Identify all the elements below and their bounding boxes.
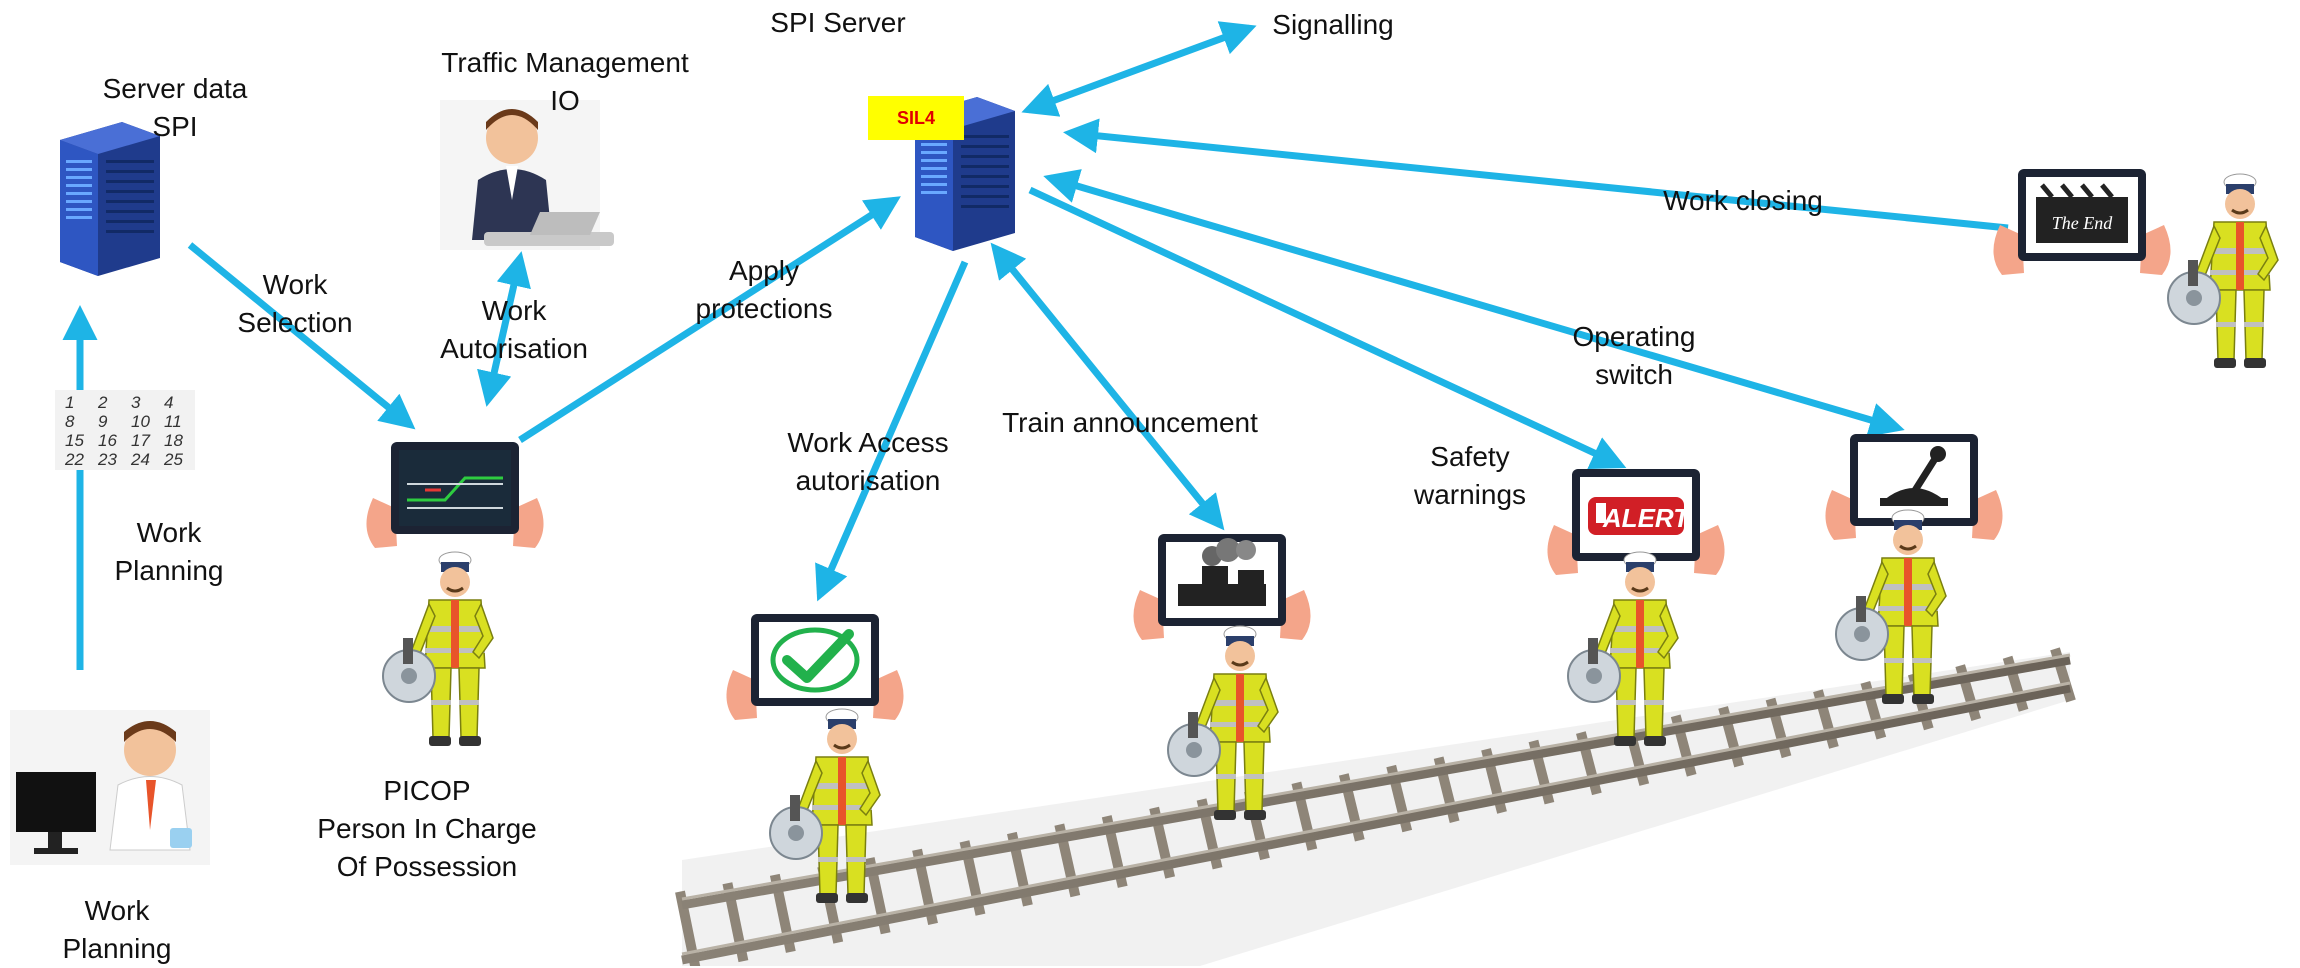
label-work-planning-bottom: Work Planning <box>62 895 172 964</box>
worker-switch <box>1834 508 1948 706</box>
tablet-alert: ALERT <box>1547 469 1725 575</box>
worker-alert <box>1566 550 1680 748</box>
worker-closing <box>2166 172 2280 370</box>
the-end-label: The End <box>2052 213 2113 233</box>
calendar-number: 22 <box>64 450 84 469</box>
calendar-number: 2 <box>97 393 108 412</box>
label-train-announcement: Train announcement <box>1002 407 1258 438</box>
label-work-access: Work Access autorisation <box>787 427 949 496</box>
calendar-number: 15 <box>65 431 84 450</box>
label-work-selection: Work Selection <box>237 269 353 338</box>
sil4-label: SIL4 <box>897 108 935 128</box>
calendar-number: 17 <box>131 431 150 450</box>
calendar-number: 3 <box>131 393 141 412</box>
tablet-picop <box>366 442 544 548</box>
calendar-number: 4 <box>164 393 173 412</box>
arrow-work-autorisation <box>477 251 531 407</box>
label-safety-warnings: Safety warnings <box>1413 441 1527 510</box>
calendar-number: 18 <box>164 431 183 450</box>
arrow-work-access <box>815 260 969 602</box>
arrow-work-selection <box>187 242 416 430</box>
arrow-work-closing <box>1063 118 2009 232</box>
calendar-number: 8 <box>65 412 75 431</box>
arrow-signalling <box>1021 21 1257 117</box>
traffic-manager-icon <box>440 100 614 250</box>
tablet-check <box>726 614 904 720</box>
arrow-safety-warnings <box>1028 186 1627 470</box>
calendar-number: 23 <box>97 450 117 469</box>
calendar-number: 1 <box>65 393 74 412</box>
label-server-data-spi: Server data SPI <box>102 73 248 142</box>
label-signalling: Signalling <box>1272 9 1394 40</box>
label-spi-server: SPI Server <box>770 7 906 38</box>
calendar-number: 16 <box>98 431 117 450</box>
work-planner-icon <box>10 710 210 865</box>
tablet-train <box>1133 534 1311 640</box>
railway-track <box>675 647 2076 966</box>
calendar-number: 9 <box>98 412 108 431</box>
label-work-autorisation: Work Autorisation <box>440 295 588 364</box>
arrow-apply-protections <box>518 196 901 443</box>
calendar-number: 25 <box>163 450 183 469</box>
label-traffic-management: Traffic Management IO <box>441 47 689 116</box>
alert-label: ALERT <box>1602 503 1691 533</box>
arrows <box>62 21 2009 670</box>
tablet-the-end: The End <box>1993 169 2171 275</box>
arrow-train-announcement <box>990 242 1225 531</box>
label-work-planning-arrow: Work Planning <box>114 517 224 586</box>
calendar-number: 11 <box>164 412 182 431</box>
label-work-closing: Work closing <box>1663 185 1823 216</box>
sil4-badge: SIL4 <box>868 96 964 140</box>
calendar-number: 10 <box>131 412 150 431</box>
tablet-switch <box>1825 434 2003 540</box>
calendar-number: 24 <box>130 450 150 469</box>
worker-picop <box>381 550 495 748</box>
label-picop: PICOP Person In Charge Of Possession <box>317 775 537 882</box>
arrow-operating-switch <box>1043 169 1905 437</box>
label-apply-protections: Apply protections <box>695 255 833 324</box>
label-operating-switch: Operating switch <box>1572 321 1696 390</box>
